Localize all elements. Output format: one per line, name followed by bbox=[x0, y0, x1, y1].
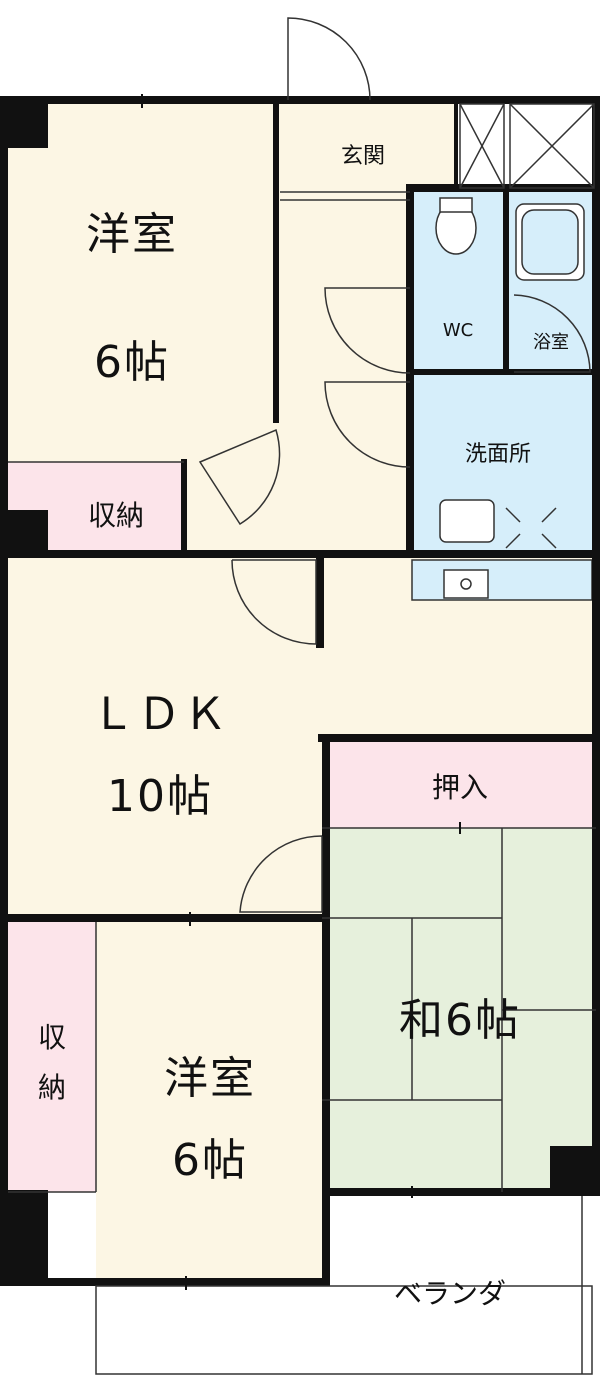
closet-floor bbox=[322, 738, 592, 828]
fixtures bbox=[435, 197, 585, 599]
walls bbox=[0, 96, 600, 1286]
hallway-floor bbox=[180, 192, 412, 554]
veranda-label: ベランダ bbox=[393, 1277, 506, 1310]
western-room-1-size: 6帖 bbox=[94, 337, 170, 388]
western-room-2-size: 6帖 bbox=[172, 1135, 248, 1186]
pillar bbox=[0, 1190, 48, 1286]
wc-label: WC bbox=[442, 320, 474, 341]
thin-lines bbox=[8, 103, 596, 1375]
western-room-1-label: 洋室 bbox=[86, 209, 178, 260]
ldk-label: ＬＤＫ bbox=[91, 689, 229, 740]
storage-2-floor bbox=[8, 922, 96, 1192]
kitchen-counter bbox=[411, 559, 593, 601]
pillar bbox=[550, 1146, 600, 1196]
japanese-room-label: 和6帖 bbox=[399, 995, 521, 1046]
storage-2-label-line2: 納 bbox=[37, 1071, 66, 1104]
storage-1-label: 収納 bbox=[87, 499, 144, 532]
doors bbox=[198, 17, 591, 913]
western-room-2-label: 洋室 bbox=[164, 1053, 256, 1104]
ldk-size: 10帖 bbox=[107, 771, 213, 822]
japanese-room-floor bbox=[322, 828, 592, 1190]
pillar bbox=[0, 96, 48, 148]
washroom-label: 洗面所 bbox=[464, 442, 531, 467]
window-ticks bbox=[141, 94, 461, 1290]
entrance-floor bbox=[280, 100, 456, 192]
storage-2-label-line1: 収 bbox=[37, 1021, 66, 1054]
western-room-2-floor bbox=[96, 922, 322, 1282]
closet-label: 押入 bbox=[431, 771, 488, 804]
bath-label: 浴室 bbox=[533, 332, 569, 353]
pillar bbox=[0, 510, 48, 558]
entrance-label: 玄関 bbox=[340, 144, 385, 169]
